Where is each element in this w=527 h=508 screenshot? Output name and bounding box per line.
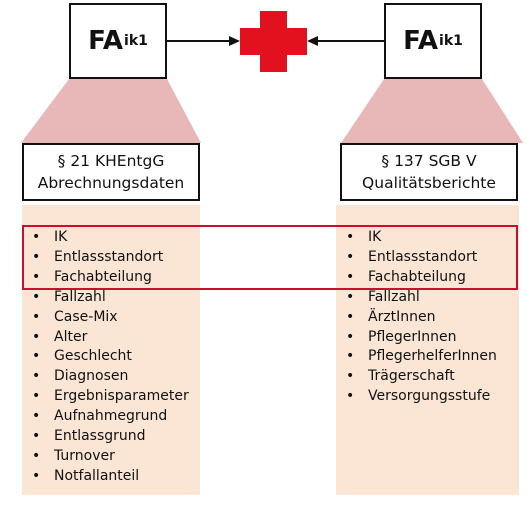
- left-attribute-list: • IK • Entlassstandort • Fachabteilung • Fallza…: [22, 205, 200, 487]
- source-right-line1: § 137 SGB V: [381, 152, 477, 170]
- right-attribute-list: • IK • Entlassstandort • Fachabteilung • Fallza…: [336, 205, 519, 407]
- list-item: • IK: [32, 228, 200, 248]
- list-item-label: Entlassstandort: [368, 248, 478, 265]
- bullet-icon: •: [32, 467, 41, 484]
- fa-right-sub: ik1: [439, 33, 463, 49]
- bullet-icon: •: [32, 368, 41, 385]
- bullet-icon: •: [346, 268, 355, 285]
- list-item-label: Trägerschaft: [368, 368, 455, 385]
- list-item-label: Ergebnisparameter: [54, 388, 189, 405]
- list-item-label: Entlassgrund: [54, 428, 146, 445]
- right-column: • IK • Entlassstandort • Fachabteilung • Fallza…: [336, 205, 519, 495]
- bullet-icon: •: [346, 348, 355, 365]
- bullet-icon: •: [32, 248, 41, 265]
- source-box-left: § 21 KHEntgG Abrechnungsdaten: [22, 143, 200, 201]
- source-box-right: § 137 SGB V Qualitätsberichte: [340, 143, 518, 201]
- bullet-icon: •: [32, 229, 41, 245]
- list-item: • Aufnahmegrund: [32, 407, 200, 427]
- bullet-icon: •: [32, 268, 41, 285]
- left-column: • IK • Entlassstandort • Fachabteilung • Fallza…: [22, 205, 200, 495]
- bullet-icon: •: [32, 288, 41, 305]
- fa-left-sub: ik1: [124, 33, 148, 49]
- list-item: • Fallzahl: [32, 288, 200, 308]
- left-funnel: [21, 79, 201, 143]
- list-item-label: Diagnosen: [54, 368, 129, 385]
- bullet-icon: •: [32, 447, 41, 464]
- list-item: • Alter: [32, 328, 200, 348]
- list-item: • Turnover: [32, 447, 200, 467]
- list-item-label: Notfallanteil: [54, 467, 140, 484]
- left-arrow-head: [229, 36, 240, 46]
- list-item-label: PflegerhelferInnen: [368, 348, 497, 365]
- bullet-icon: •: [32, 408, 41, 425]
- list-item-label: Fachabteilung: [54, 268, 152, 285]
- bullet-icon: •: [32, 328, 41, 345]
- list-item-label: Turnover: [54, 447, 115, 464]
- list-item-label: Alter: [54, 328, 88, 345]
- list-item-label: Case-Mix: [54, 308, 118, 325]
- list-item: • Entlassgrund: [32, 427, 200, 447]
- source-right-line2: Qualitätsberichte: [362, 174, 496, 192]
- list-item: • Ergebnisparameter: [32, 387, 200, 407]
- right-funnel: [341, 79, 523, 143]
- list-item-label: IK: [54, 229, 68, 245]
- fa-right-main: FA: [403, 26, 439, 56]
- list-item-label: Entlassstandort: [54, 248, 164, 265]
- list-item-label: Fallzahl: [54, 288, 106, 305]
- bullet-icon: •: [32, 388, 41, 405]
- list-item-label: IK: [368, 229, 382, 245]
- list-item-label: Fallzahl: [368, 288, 420, 305]
- list-item: • Fallzahl: [346, 288, 519, 308]
- list-item: • Diagnosen: [32, 367, 200, 387]
- bullet-icon: •: [346, 328, 355, 345]
- fa-left-main: FA: [88, 26, 124, 56]
- shared-keys-highlight: [22, 225, 518, 290]
- bullet-icon: •: [346, 308, 355, 325]
- list-item: • Entlassstandort: [346, 248, 519, 268]
- bullet-icon: •: [32, 428, 41, 445]
- red-cross-icon: [240, 11, 307, 72]
- list-item-label: ÄrztInnen: [368, 308, 436, 325]
- list-item: • Case-Mix: [32, 308, 200, 328]
- bullet-icon: •: [346, 388, 355, 405]
- list-item-label: Geschlecht: [54, 348, 132, 365]
- bullet-icon: •: [346, 288, 355, 305]
- bullet-icon: •: [32, 348, 41, 365]
- list-item: • ÄrztInnen: [346, 308, 519, 328]
- list-item-label: PflegerInnen: [368, 328, 457, 345]
- list-item: • Entlassstandort: [32, 248, 200, 268]
- bullet-icon: •: [32, 308, 41, 325]
- list-item: • PflegerInnen: [346, 328, 519, 348]
- list-item: • Trägerschaft: [346, 367, 519, 387]
- source-left-line2: Abrechnungsdaten: [37, 174, 185, 192]
- bullet-icon: •: [346, 248, 355, 265]
- right-arrow-head: [307, 36, 318, 46]
- list-item: • Geschlecht: [32, 347, 200, 367]
- list-item: • Versorgungsstufe: [346, 387, 519, 407]
- list-item-label: Versorgungsstufe: [368, 388, 491, 405]
- list-item: • PflegerhelferInnen: [346, 347, 519, 367]
- list-item: • Fachabteilung: [32, 268, 200, 288]
- bullet-icon: •: [346, 229, 355, 245]
- list-item: • IK: [346, 228, 519, 248]
- list-item: • Notfallanteil: [32, 467, 200, 487]
- list-item: • Fachabteilung: [346, 268, 519, 288]
- bullet-icon: •: [346, 368, 355, 385]
- source-left-line1: § 21 KHEntgG: [57, 152, 165, 170]
- list-item-label: Fachabteilung: [368, 268, 466, 285]
- list-item-label: Aufnahmegrund: [54, 408, 168, 425]
